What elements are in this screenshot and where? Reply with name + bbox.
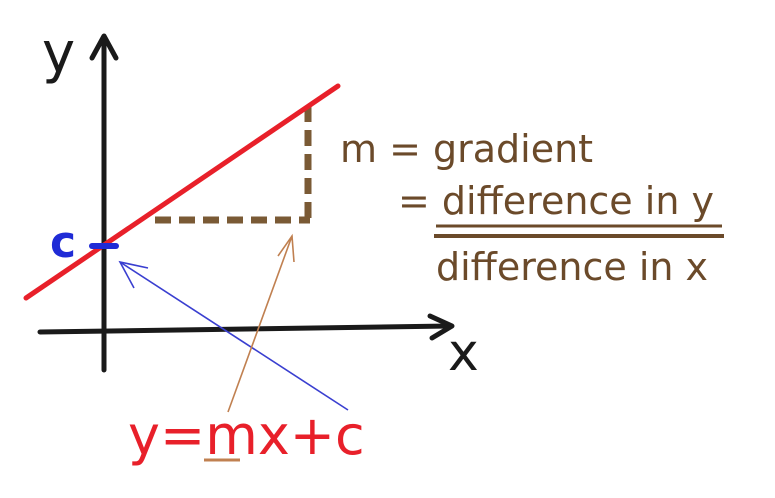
gradient-triangle <box>155 106 312 224</box>
blue-pointer-arrowhead <box>118 260 149 289</box>
line-equation: y=mx+c <box>128 404 365 467</box>
y-axis-label: y <box>42 21 75 86</box>
equation-y: y <box>128 404 160 467</box>
line-graph <box>23 83 341 301</box>
blue-pointer-line <box>119 261 349 411</box>
equation-c: c <box>335 404 365 467</box>
formula-denominator: difference in x <box>436 245 708 289</box>
brown-pointer-arrowhead <box>277 233 295 263</box>
formula-m-equals-gradient: m = gradient <box>340 127 593 171</box>
x-axis-label: x <box>448 323 479 383</box>
equation-plus: + <box>290 404 335 467</box>
x-axis-arrowhead <box>427 313 455 341</box>
y-axis-arrowhead <box>89 33 119 61</box>
gradient-formula: m = gradient = difference in y differenc… <box>340 127 724 289</box>
formula-numerator: = difference in y <box>398 179 714 223</box>
intercept-marker: c <box>50 217 119 268</box>
x-axis <box>37 323 453 335</box>
equation-text: y=mx+c <box>128 404 365 467</box>
equation-x: x <box>258 404 290 467</box>
pointers <box>118 233 349 413</box>
equation-m: m <box>205 404 258 467</box>
axes: y x <box>37 21 479 383</box>
brown-pointer-line <box>227 235 293 413</box>
intercept-label: c <box>50 217 76 268</box>
equation-equals: = <box>160 404 205 467</box>
